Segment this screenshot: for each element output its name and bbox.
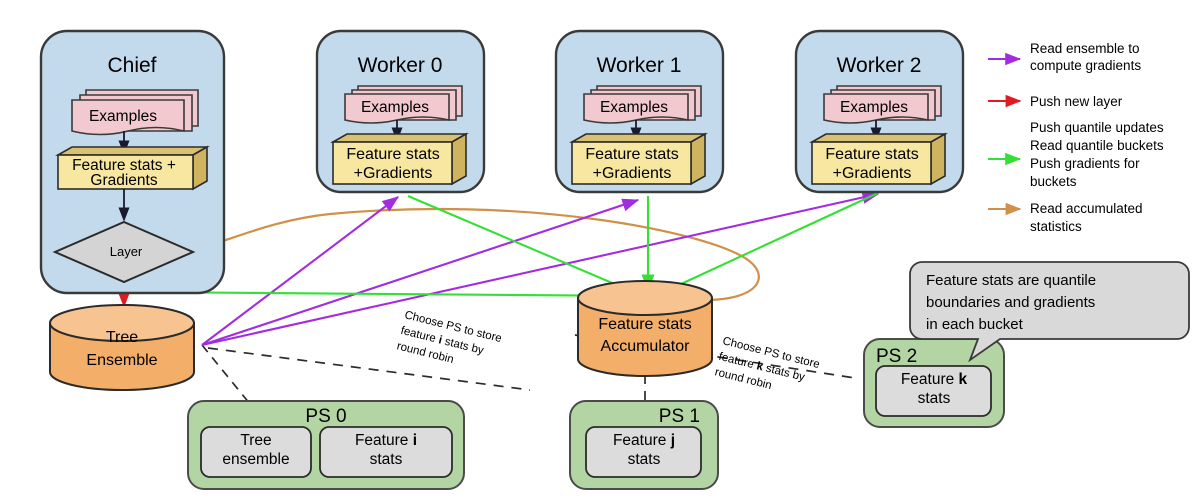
chief-examples-stack: Examples	[71, 89, 199, 136]
worker1-examples-stack: Examples	[583, 85, 702, 124]
worker1-title: Worker 1	[597, 54, 682, 77]
worker1-stats-line1: Feature stats	[585, 146, 678, 163]
chief-layer-label: Layer	[110, 244, 143, 259]
tree-ensemble-line1: Tree	[106, 329, 138, 346]
chief-examples-label: Examples	[89, 108, 157, 125]
ps0-item-tree-ensemble[interactable]: Tree ensemble	[200, 426, 312, 478]
ps0-item1-line1: Feature i	[355, 432, 417, 449]
callout-line3: in each bucket	[926, 316, 1024, 333]
worker1-stats-line2: +Gradients	[593, 165, 672, 182]
chief-feature-stats-box: Feature stats + Gradients	[54, 145, 211, 191]
worker2-stats-line2: +Gradients	[833, 165, 912, 182]
legend-3-line-0: Read accumulated	[1030, 201, 1143, 216]
ps1-item0-line1: Feature j	[613, 432, 675, 449]
tree-ensemble-line2: Ensemble	[86, 352, 157, 369]
worker0-stats-line2: +Gradients	[354, 165, 433, 182]
legend-2-line-1: Read quantile buckets	[1030, 138, 1164, 153]
legend: Read ensemble to compute gradients Push …	[988, 41, 1164, 234]
legend-item-quantile: Push quantile updates Read quantile buck…	[988, 120, 1164, 189]
chief-title: Chief	[107, 54, 156, 77]
worker1-examples-label: Examples	[600, 99, 668, 116]
accumulator-line2: Accumulator	[601, 338, 691, 355]
legend-0-line-1: compute gradients	[1030, 58, 1141, 73]
callout-line2: boundaries and gradients	[926, 294, 1095, 311]
node-worker-1[interactable]: Worker 1 Examples Feature stats +Gradien…	[554, 29, 725, 194]
ps2-item0-line2: stats	[918, 390, 951, 407]
node-chief[interactable]: Chief Examples Feature stats + Gradients	[39, 29, 226, 295]
store-feature-stats-accumulator[interactable]: Feature stats Accumulator	[577, 280, 713, 377]
parameter-server-ps1[interactable]: PS 1 Feature j stats	[569, 400, 719, 490]
ps2-item0-line1: Feature k	[901, 371, 968, 388]
chief-stats-line2: Gradients	[90, 172, 157, 189]
ps0-item-feature-i-stats[interactable]: Feature i stats	[319, 426, 453, 478]
callout-line1: Feature stats are quantile	[926, 272, 1096, 289]
worker0-feature-stats-box: Feature stats +Gradients	[329, 132, 470, 186]
worker0-title: Worker 0	[358, 54, 443, 77]
worker2-examples-label: Examples	[840, 99, 908, 116]
worker2-title: Worker 2	[837, 54, 922, 77]
parameter-server-ps0[interactable]: PS 0 Tree ensemble Feature i stats	[187, 400, 465, 490]
node-worker-0[interactable]: Worker 0 Examples Feature stats +Gradien…	[315, 29, 486, 194]
worker1-feature-stats-box: Feature stats +Gradients	[568, 132, 709, 186]
ps0-item0-line2: ensemble	[222, 451, 289, 468]
legend-2-line-3: buckets	[1030, 174, 1077, 189]
legend-item-push-new-layer: Push new layer	[988, 94, 1123, 109]
chief-stats-line1: Feature stats +	[72, 157, 176, 174]
feature-stats-callout: Feature stats are quantile boundaries an…	[909, 261, 1190, 363]
worker2-examples-stack: Examples	[823, 85, 942, 124]
ps0-label: PS 0	[305, 406, 346, 427]
ps0-item0-line1: Tree	[240, 432, 271, 449]
worker0-stats-line1: Feature stats	[346, 146, 439, 163]
ps2-item-feature-k-stats[interactable]: Feature k stats	[875, 365, 992, 417]
ps1-item0-line2: stats	[628, 451, 661, 468]
worker2-stats-line1: Feature stats	[825, 146, 918, 163]
node-worker-2[interactable]: Worker 2 Examples Feature stats +Gradien…	[794, 29, 965, 194]
accumulator-line1: Feature stats	[598, 316, 691, 333]
legend-2-line-2: Push gradients for	[1030, 156, 1140, 171]
legend-2-line-0: Push quantile updates	[1030, 120, 1164, 135]
legend-item-read-accumulated: Read accumulated statistics	[988, 201, 1143, 234]
ps1-label: PS 1	[659, 406, 700, 427]
legend-3-line-1: statistics	[1030, 219, 1082, 234]
ps1-item-feature-j-stats[interactable]: Feature j stats	[585, 426, 702, 478]
ps0-item1-line2: stats	[370, 451, 403, 468]
worker0-examples-label: Examples	[361, 99, 429, 116]
worker2-feature-stats-box: Feature stats +Gradients	[808, 132, 949, 186]
annotation-round-robin-k: Choose PS to store feature k stats by ro…	[714, 335, 821, 392]
parameter-server-ps2[interactable]: PS 2 Feature k stats	[863, 338, 1005, 428]
worker0-examples-stack: Examples	[344, 85, 463, 124]
legend-0-line-0: Read ensemble to	[1030, 41, 1140, 56]
store-tree-ensemble[interactable]: Tree Ensemble	[49, 304, 195, 391]
ps2-label: PS 2	[876, 346, 917, 367]
legend-1-line-0: Push new layer	[1030, 94, 1123, 109]
annotation-round-robin-i: Choose PS to store feature i stats by ro…	[396, 309, 503, 366]
legend-item-read-ensemble: Read ensemble to compute gradients	[988, 41, 1141, 73]
